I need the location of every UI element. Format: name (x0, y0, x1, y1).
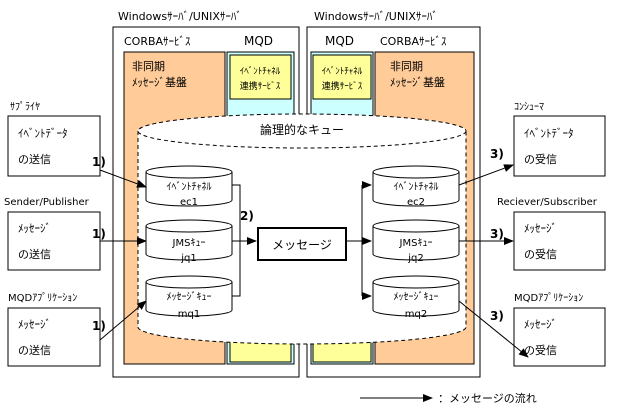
receiver-consumer-heading: ｺﾝｼｭｰﾏ (514, 102, 544, 113)
left-mqd-label: MQD (244, 34, 273, 48)
left-queue-mq1: ﾒｯｾｰｼﾞｷｭｰ mq1 (145, 275, 233, 320)
left-to-message-connector (232, 184, 257, 297)
sender-mqd-app: MQDｱﾌﾟﾘｹｰｼｮﾝ ﾒｯｾｰｼﾞ の送信 (7, 292, 101, 367)
right-queue-mq2-id: mq2 (405, 309, 427, 320)
right-event-service-line1: ｲﾍﾞﾝﾄﾁｬﾈﾙ (322, 66, 363, 77)
sender-publisher-step: 1) (92, 227, 106, 241)
logical-queue-label: 論理的なキュー (260, 122, 344, 137)
receiver-consumer-line2: の受信 (524, 153, 557, 166)
left-async-line1: 非同期 (132, 60, 165, 73)
right-queue-mq2: ﾒｯｾｰｼﾞｷｭｰ mq2 (372, 275, 460, 320)
left-queue-jq1-name: JMSｷｭｰ (172, 238, 206, 249)
right-queue-jq2: JMSｷｭｰ jq2 (372, 219, 460, 264)
right-queue-jq2-id: jq2 (407, 253, 424, 264)
sender-supplier-line1: ｲﾍﾞﾝﾄﾃﾞｰﾀ (18, 127, 68, 140)
right-server-title: Windowsｻｰﾊﾞ/UNIXｻｰﾊﾞ (314, 10, 438, 23)
sender-supplier-box (7, 115, 101, 177)
left-event-service-box (229, 54, 292, 100)
right-queue-mq2-name: ﾒｯｾｰｼﾞｷｭｰ (394, 291, 439, 303)
sender-supplier-step: 1) (92, 155, 106, 169)
sender-mqd-app-step: 1) (92, 319, 106, 333)
receiver-consumer-line1: ｲﾍﾞﾝﾄﾃﾞｰﾀ (524, 127, 574, 140)
receiver-subscriber-line2: の受信 (524, 248, 557, 261)
receiver-mqd-app-line1: ﾒｯｾｰｼﾞ (524, 318, 557, 331)
receiver-mqd-app-step: 3) (490, 309, 504, 323)
left-queue-mq1-id: mq1 (178, 309, 200, 320)
receiver-consumer-box (513, 115, 606, 177)
receiver-subscriber-line1: ﾒｯｾｰｼﾞ (524, 222, 557, 235)
receiver-consumer: ｺﾝｼｭｰﾏ ｲﾍﾞﾝﾄﾃﾞｰﾀ の受信 (513, 102, 606, 177)
sender-publisher-heading: Sender/Publisher (4, 197, 90, 208)
receiver-mqd-app: MQDｱﾌﾟﾘｹｰｼｮﾝ ﾒｯｾｰｼﾞ の受信 (513, 292, 606, 367)
right-queue-jq2-name: JMSｷｭｰ (399, 238, 433, 249)
left-queue-mq1-name: ﾒｯｾｰｼﾞｷｭｰ (167, 291, 212, 303)
message-to-right-connector (346, 181, 372, 300)
left-server-title: Windowsｻｰﾊﾞ/UNIXｻｰﾊﾞ (118, 10, 242, 23)
right-async-line2: ﾒｯｾｰｼﾞ基盤 (390, 76, 445, 89)
sender-supplier-line2: の送信 (18, 152, 51, 166)
receiver-mqd-app-line2: の受信 (524, 344, 557, 357)
sender-publisher-box (7, 211, 101, 271)
sender-supplier-heading: ｻﾌﾟﾗｲﾔ (10, 101, 40, 113)
receiver-subscriber: Reciever/Subscriber ﾒｯｾｰｼﾞ の受信 (497, 197, 606, 271)
message-box-label: メッセージ (272, 238, 332, 252)
right-queue-ec2-name: ｲﾍﾞﾝﾄﾁｬﾈﾙ (394, 181, 439, 193)
sender-publisher-line2: の送信 (18, 247, 51, 261)
sender-mqd-app-arrow (99, 300, 147, 341)
left-queue-ec1-id: ec1 (180, 197, 198, 208)
receiver-mqd-app-box (513, 307, 606, 367)
sender-mqd-app-line2: の送信 (18, 343, 51, 357)
receiver-consumer-arrow (458, 164, 514, 186)
receiver-subscriber-step: 3) (490, 227, 504, 241)
legend-label: ：メッセージの流れ (438, 391, 537, 405)
receiver-consumer-step: 3) (490, 147, 504, 161)
logical-queue-label-bg (244, 120, 360, 138)
sender-mqd-app-line1: ﾒｯｾｰｼﾞ (18, 318, 51, 331)
right-async-line1: 非同期 (390, 60, 423, 73)
sender-supplier: ｻﾌﾟﾗｲﾔ ｲﾍﾞﾝﾄﾃﾞｰﾀ の送信 (7, 101, 101, 177)
right-corba-label: CORBAｻｰﾋﾞｽ (380, 35, 447, 48)
left-event-service-line1: ｲﾍﾞﾝﾄﾁｬﾈﾙ (240, 66, 281, 77)
sender-supplier-arrow (99, 169, 147, 188)
right-event-service-line2: 連携ｻｰﾋﾞｽ (322, 80, 363, 92)
right-queue-ec2: ｲﾍﾞﾝﾄﾁｬﾈﾙ ec2 (372, 165, 460, 208)
receiver-mqd-app-heading: MQDｱﾌﾟﾘｹｰｼｮﾝ (514, 292, 583, 304)
left-queue-jq1-id: jq1 (180, 253, 197, 264)
step-2-label: 2) (240, 209, 254, 223)
left-async-line2: ﾒｯｾｰｼﾞ基盤 (132, 76, 187, 89)
sender-publisher: Sender/Publisher ﾒｯｾｰｼﾞ の送信 (4, 197, 101, 271)
message-box (257, 227, 347, 261)
receiver-subscriber-box (513, 211, 606, 271)
sender-mqd-app-heading: MQDｱﾌﾟﾘｹｰｼｮﾝ (8, 292, 77, 304)
receiver-mqd-app-arrow (458, 300, 529, 358)
left-queue-ec1: ｲﾍﾞﾝﾄﾁｬﾈﾙ ec1 (145, 165, 233, 208)
left-corba-label: CORBAｻｰﾋﾞｽ (124, 35, 191, 48)
right-queue-ec2-id: ec2 (407, 197, 425, 208)
sender-mqd-app-box (7, 307, 101, 367)
receiver-subscriber-heading: Reciever/Subscriber (497, 197, 598, 208)
right-event-service-box (312, 54, 372, 100)
right-mqd-label: MQD (325, 34, 354, 48)
left-queue-ec1-name: ｲﾍﾞﾝﾄﾁｬﾈﾙ (167, 181, 212, 193)
left-event-service-line2: 連携ｻｰﾋﾞｽ (240, 80, 281, 92)
left-queue-jq1: JMSｷｭｰ jq1 (145, 219, 233, 264)
sender-publisher-line1: ﾒｯｾｰｼﾞ (18, 222, 51, 235)
